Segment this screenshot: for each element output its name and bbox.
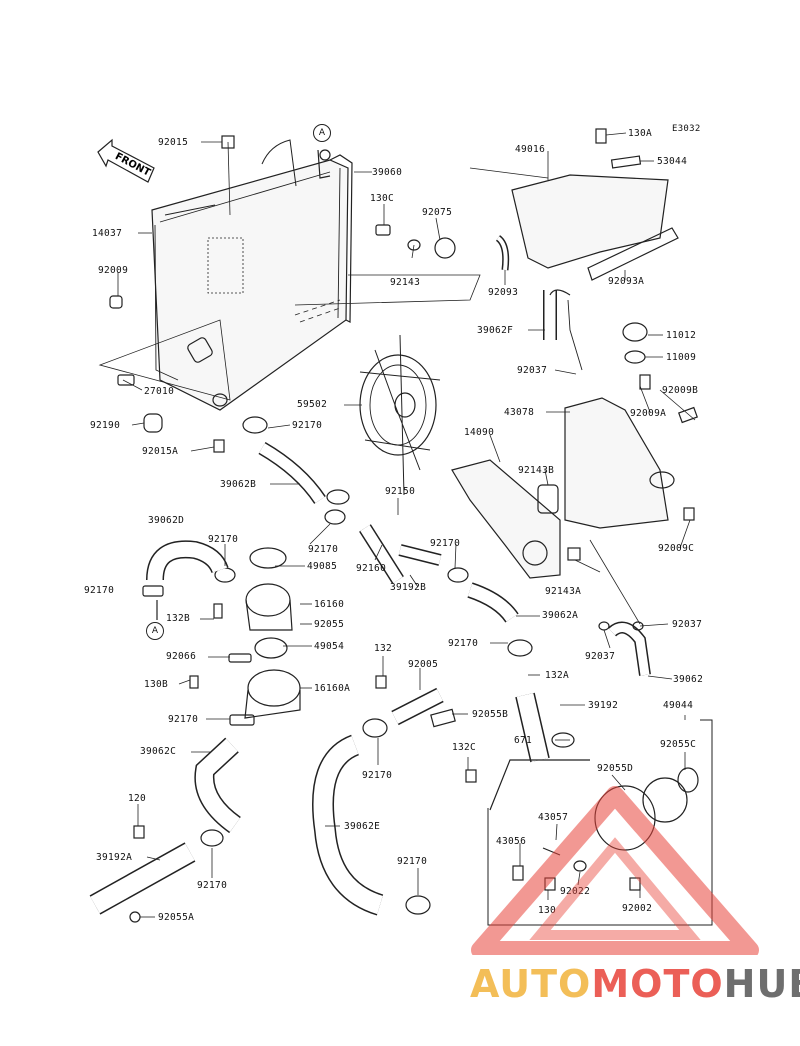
logo-part-hub: HUB <box>723 962 800 1006</box>
diagram-code: E3032 <box>672 124 701 134</box>
part-label[interactable]: 92170 <box>397 856 428 867</box>
part-label[interactable]: 14090 <box>464 427 495 438</box>
part-label[interactable]: 132 <box>374 643 393 654</box>
part-label[interactable]: 92002 <box>622 903 653 914</box>
part-label[interactable]: 92170 <box>168 714 199 725</box>
part-label[interactable]: 92009 <box>98 265 129 276</box>
part-label[interactable]: 39062C <box>140 746 177 757</box>
part-label[interactable]: 92143A <box>545 586 582 597</box>
part-label[interactable]: 16160A <box>314 683 351 694</box>
part-label[interactable]: 130C <box>370 193 395 204</box>
part-label[interactable]: 132B <box>166 613 191 624</box>
part-label[interactable]: 92009B <box>662 385 699 396</box>
part-label[interactable]: 130 <box>538 905 557 916</box>
part-label[interactable]: 92005 <box>408 659 439 670</box>
part-label[interactable]: 43056 <box>496 836 527 847</box>
part-label[interactable]: 39062E <box>344 821 381 832</box>
part-label[interactable]: 120 <box>128 793 147 804</box>
part-label[interactable]: 92055C <box>660 739 697 750</box>
part-label[interactable]: 39062A <box>542 610 579 621</box>
part-label[interactable]: 92143 <box>390 277 421 288</box>
front-arrow-icon: FRONT <box>96 138 158 190</box>
part-label[interactable]: 39060 <box>372 167 403 178</box>
part-label[interactable]: 92037 <box>585 651 616 662</box>
part-label[interactable]: 92075 <box>422 207 453 218</box>
logo-part-auto: AUTO <box>470 962 592 1006</box>
part-label[interactable]: 49044 <box>663 700 694 711</box>
part-label[interactable]: 92055B <box>472 709 509 720</box>
part-label[interactable]: 132C <box>452 742 477 753</box>
part-label[interactable]: 43078 <box>504 407 535 418</box>
part-label[interactable]: 53044 <box>657 156 688 167</box>
part-label[interactable]: 92170 <box>362 770 393 781</box>
part-label[interactable]: 92170 <box>430 538 461 549</box>
part-label[interactable]: 39062F <box>477 325 514 336</box>
part-label[interactable]: 92170 <box>197 880 228 891</box>
part-label[interactable]: 49054 <box>314 641 345 652</box>
part-label[interactable]: 92055 <box>314 619 345 630</box>
part-label[interactable]: 49085 <box>307 561 338 572</box>
part-label[interactable]: 92022 <box>560 886 591 897</box>
ref-marker-bottom: A <box>146 622 164 640</box>
part-label[interactable]: 49016 <box>515 144 546 155</box>
watermark-triangle-icon <box>470 785 760 959</box>
part-label[interactable]: 14037 <box>92 228 123 239</box>
part-label[interactable]: 92037 <box>517 365 548 376</box>
part-label[interactable]: 92170 <box>292 420 323 431</box>
part-label[interactable]: 39062 <box>673 674 704 685</box>
part-label[interactable]: 39062D <box>148 515 185 526</box>
part-label[interactable]: 11009 <box>666 352 697 363</box>
part-label[interactable]: 92009C <box>658 543 695 554</box>
part-label[interactable]: 92150 <box>385 486 416 497</box>
part-label[interactable]: 130A <box>628 128 653 139</box>
part-label[interactable]: 92037 <box>672 619 703 630</box>
part-label[interactable]: 43057 <box>538 812 569 823</box>
part-label[interactable]: 132A <box>545 670 570 681</box>
part-label[interactable]: 39192 <box>588 700 619 711</box>
part-label[interactable]: 59502 <box>297 399 328 410</box>
ref-marker-top: A <box>313 124 331 142</box>
part-label[interactable]: 92055D <box>597 763 634 774</box>
logo-part-moto: MOTO <box>591 962 724 1006</box>
watermark-logo: AUTOMOTOHUB <box>470 964 800 1004</box>
part-label[interactable]: 92093A <box>608 276 645 287</box>
part-label[interactable]: 16160 <box>314 599 345 610</box>
part-label[interactable]: 130B <box>144 679 169 690</box>
part-label[interactable]: 39062B <box>220 479 257 490</box>
part-label[interactable]: 92009A <box>630 408 667 419</box>
part-label[interactable]: 92170 <box>308 544 339 555</box>
part-label[interactable]: 39192B <box>390 582 427 593</box>
part-label[interactable]: 92170 <box>84 585 115 596</box>
part-label[interactable]: 92093 <box>488 287 519 298</box>
part-label[interactable]: 11012 <box>666 330 697 341</box>
part-label[interactable]: 92015 <box>158 137 189 148</box>
part-label[interactable]: 92170 <box>448 638 479 649</box>
part-label[interactable]: 92190 <box>90 420 121 431</box>
part-label[interactable]: 92143B <box>518 465 555 476</box>
part-label[interactable]: 39192A <box>96 852 133 863</box>
part-label[interactable]: 671 <box>514 735 533 746</box>
part-label[interactable]: 92055A <box>158 912 195 923</box>
part-label[interactable]: 92170 <box>208 534 239 545</box>
part-label[interactable]: 92015A <box>142 446 179 457</box>
part-label[interactable]: 92066 <box>166 651 197 662</box>
part-label[interactable]: 27010 <box>144 386 175 397</box>
part-label[interactable]: 92160 <box>356 563 387 574</box>
